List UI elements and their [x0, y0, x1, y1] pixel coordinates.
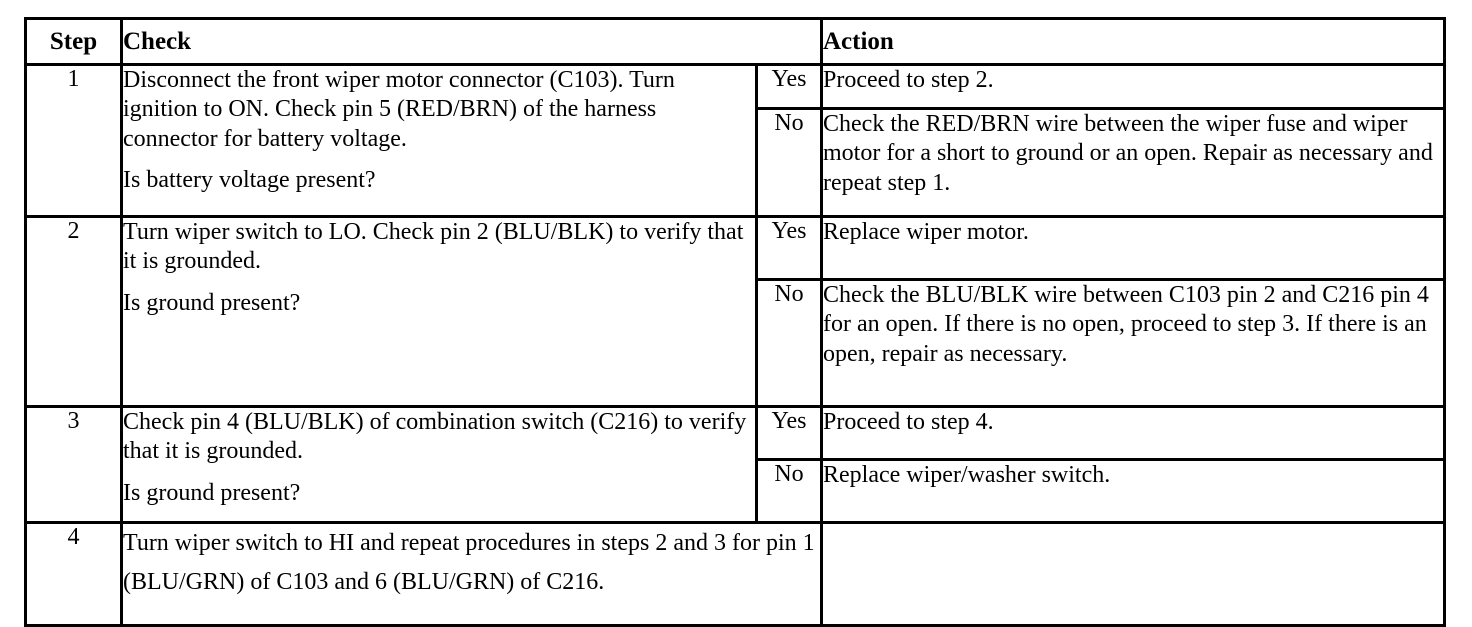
action-empty — [820, 521, 1446, 627]
action-text: Check the BLU/BLK wire between C103 pin … — [823, 282, 1429, 367]
check-question: Is ground present? — [123, 479, 301, 506]
check-instruction-paragraph: Check pin 4 (BLU/BLK) of combination swi… — [123, 409, 747, 465]
check-instruction-paragraph: Turn wiper switch to HI and repeat proce… — [123, 530, 815, 595]
column-header-check: Check — [120, 17, 823, 66]
step-number: 2 — [24, 215, 123, 408]
check-instruction: Disconnect the front wiper motor connect… — [120, 63, 758, 218]
answer-label-no: No — [755, 458, 823, 524]
action-for-no: Replace wiper/washer switch. — [820, 458, 1446, 524]
answer-label-no: No — [755, 278, 823, 408]
answer-label-no: No — [755, 107, 823, 218]
check-question: Is battery voltage present? — [123, 166, 376, 193]
table-row: 1 Disconnect the front wiper motor conne… — [24, 63, 1446, 218]
table-row: 4 Turn wiper switch to HI and repeat pro… — [24, 521, 1446, 627]
column-header-action: Action — [820, 17, 1446, 66]
action-text: Proceed to step 2. — [823, 67, 994, 93]
check-question: Is ground present? — [123, 289, 301, 316]
action-text: Proceed to step 4. — [823, 409, 994, 435]
action-text: Replace wiper motor. — [823, 219, 1029, 245]
answer-label-yes: Yes — [755, 405, 823, 461]
check-instruction: Check pin 4 (BLU/BLK) of combination swi… — [120, 405, 758, 524]
table-row-alt: No Replace wiper/washer switch. — [26, 458, 1446, 524]
check-instruction-paragraph: Turn wiper switch to LO. Check pin 2 (BL… — [123, 219, 744, 275]
step-number: 3 — [24, 405, 123, 524]
column-header-step: Step — [24, 17, 123, 66]
check-instruction-paragraph: Disconnect the front wiper motor connect… — [123, 67, 675, 152]
action-for-yes: Replace wiper motor. — [820, 215, 1446, 281]
table-row: 2 Turn wiper switch to LO. Check pin 2 (… — [24, 215, 1446, 408]
answer-label-yes: Yes — [755, 215, 823, 281]
table-header-row: Step Check Action — [24, 17, 1446, 66]
table-row: 3 Check pin 4 (BLU/BLK) of combination s… — [24, 405, 1446, 524]
action-text: Replace wiper/washer switch. — [823, 462, 1111, 488]
diagnostic-procedure-table: Step Check Action 1 Disconnect the front… — [24, 17, 1446, 627]
check-instruction: Turn wiper switch to HI and repeat proce… — [120, 521, 823, 627]
action-for-no: Check the BLU/BLK wire between C103 pin … — [820, 278, 1446, 408]
action-for-yes: Proceed to step 4. — [820, 405, 1446, 461]
step-number: 4 — [24, 521, 123, 627]
action-text: Check the RED/BRN wire between the wiper… — [823, 111, 1433, 196]
step-number: 1 — [24, 63, 123, 218]
action-for-no: Check the RED/BRN wire between the wiper… — [820, 107, 1446, 218]
check-instruction: Turn wiper switch to LO. Check pin 2 (BL… — [120, 215, 758, 408]
answer-label-yes: Yes — [755, 63, 823, 110]
table-row-alt: No Check the BLU/BLK wire between C103 p… — [26, 278, 1446, 408]
table-row-alt: No Check the RED/BRN wire between the wi… — [26, 107, 1446, 218]
action-for-yes: Proceed to step 2. — [820, 63, 1446, 110]
